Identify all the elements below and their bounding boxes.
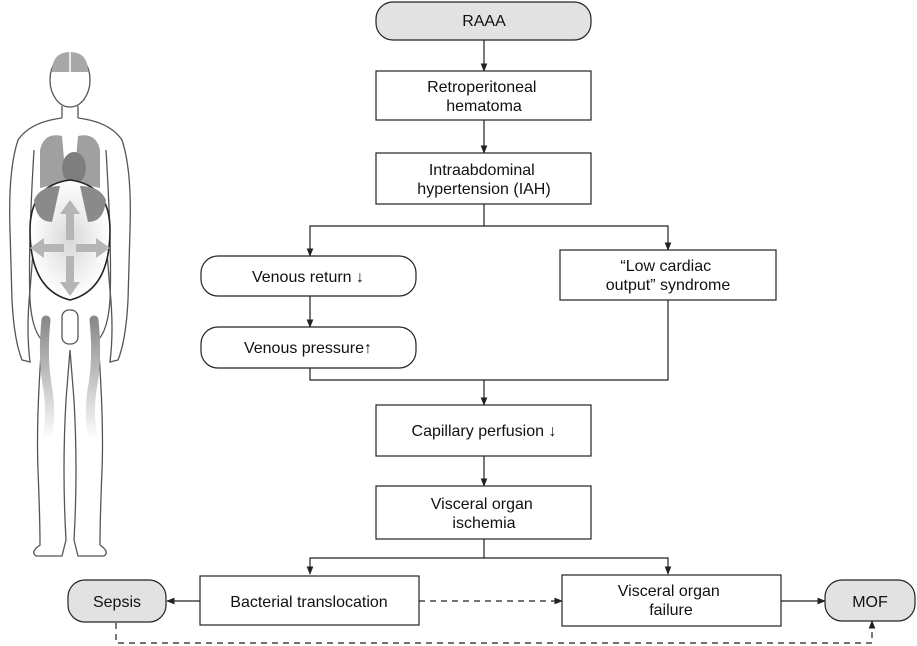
svg-text:Venous return ↓: Venous return ↓ — [252, 269, 364, 286]
lungs-shading — [40, 135, 100, 188]
node-hematoma-line-1: Retroperitoneal — [427, 79, 536, 96]
edge-iah-venous-return — [306, 204, 485, 257]
node-venous-return: Venous return ↓ — [200, 255, 417, 297]
node-visceral-organ-failure: Visceral organ failure — [561, 574, 782, 627]
edge-ischemia-bacterial — [306, 539, 485, 575]
legs-outline — [33, 339, 107, 557]
node-capillary-line-1: Capillary perfusion ↓ — [412, 423, 557, 440]
node-mof-line-1: MOF — [852, 594, 888, 611]
node-iah-line-1: Intraabdominal — [429, 162, 535, 179]
node-venous-pressure: Venous pressure↑ — [200, 326, 417, 369]
node-bacterial-translocation: Bacterial translocation — [199, 575, 420, 626]
node-capillary-perfusion: Capillary perfusion ↓ — [375, 404, 592, 457]
node-failure-line-2: failure — [649, 602, 693, 619]
svg-text:Intraabdominal hypertens: Intraabdominal hypertension (IAH) — [417, 162, 550, 198]
human-figure-illustration — [9, 52, 131, 557]
node-sepsis: Sepsis — [67, 579, 167, 623]
svg-text:Visceral organ ischemia: Visceral organ ischemia — [431, 496, 537, 532]
node-visceral-organ-ischemia: Visceral organ ischemia — [375, 485, 592, 540]
node-mof: MOF — [824, 579, 916, 622]
node-low-cardiac-output: “Low cardiac output” syndrome — [559, 249, 777, 301]
node-intraabdominal-hypertension: Intraabdominal hypertension (IAH) — [375, 152, 592, 205]
svg-text:Retroperitoneal hematoma: Retroperitoneal hematoma — [427, 79, 541, 115]
svg-text:Sepsis: Sepsis — [93, 594, 141, 611]
edge-iah-low-cardiac — [484, 225, 672, 251]
pressure-arrows-icon — [30, 200, 110, 296]
leg-veins-shading — [39, 315, 101, 445]
node-ischemia-line-1: Visceral organ — [431, 496, 533, 513]
edge-pressure-join — [309, 300, 669, 381]
connectors — [115, 40, 876, 644]
node-raaa: RAAA — [375, 1, 592, 41]
node-failure-line-1: Visceral organ — [618, 583, 720, 600]
node-raaa-line-1: RAAA — [462, 13, 506, 30]
node-venous-return-line-1: Venous return ↓ — [252, 269, 364, 286]
svg-text:“Low cardiac output” syn: “Low cardiac output” syndrome — [606, 258, 731, 294]
node-ischemia-line-2: ischemia — [452, 515, 515, 532]
node-hematoma-line-2: hematoma — [446, 98, 522, 115]
edge-sepsis-mof-dashed — [115, 620, 876, 644]
node-low-cardiac-line-2: output” syndrome — [606, 277, 731, 294]
node-bacterial-line-1: Bacterial translocation — [230, 594, 387, 611]
svg-text:Capillary perfusion ↓: Capillary perfusion ↓ — [412, 423, 557, 440]
node-sepsis-line-1: Sepsis — [93, 594, 141, 611]
svg-text:Visceral organ failure: Visceral organ failure — [618, 583, 724, 619]
svg-text:RAAA: RAAA — [462, 13, 506, 30]
svg-text:Venous pressure↑: Venous pressure↑ — [244, 340, 372, 357]
svg-text:MOF: MOF — [852, 594, 888, 611]
node-venous-pressure-line-1: Venous pressure↑ — [244, 340, 372, 357]
node-low-cardiac-line-1: “Low cardiac — [620, 258, 711, 275]
svg-text:Bacterial translocation: Bacterial translocation — [230, 594, 387, 611]
node-retroperitoneal-hematoma: Retroperitoneal hematoma — [375, 70, 592, 121]
node-iah-line-2: hypertension (IAH) — [417, 181, 550, 198]
body-outline — [9, 117, 131, 363]
edge-ischemia-failure — [484, 557, 672, 575]
